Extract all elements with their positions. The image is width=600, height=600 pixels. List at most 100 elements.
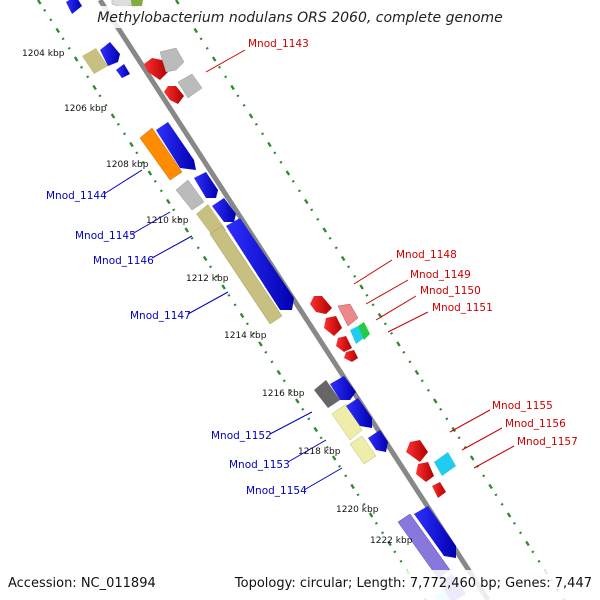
tick-track-dots: [36, 0, 566, 600]
gene-label-mnod-1149[interactable]: Mnod_1149: [410, 269, 471, 281]
track-dot: [304, 198, 309, 205]
track-dot: [98, 94, 102, 98]
gene-arrow-reverse[interactable]: [406, 440, 428, 462]
gene-arrow-forward[interactable]: [139, 127, 183, 181]
track-dot: [368, 512, 374, 518]
gene-arrow-reverse[interactable]: [177, 73, 203, 99]
gene-arrow-forward[interactable]: [175, 179, 205, 211]
gene-arrow-forward[interactable]: [330, 376, 356, 400]
gene-arrow-forward[interactable]: [194, 172, 218, 198]
track-dot: [92, 84, 97, 91]
track-dot: [356, 493, 360, 497]
gene-arrow-reverse[interactable]: [344, 350, 358, 362]
gene-arrow-forward[interactable]: [66, 0, 82, 14]
gene-label-mnod-1146[interactable]: Mnod_1146: [93, 255, 154, 267]
gene-arrow-reverse[interactable]: [358, 322, 370, 340]
gene-arrow-forward[interactable]: [331, 403, 363, 441]
track-dot: [331, 455, 337, 461]
gene-arrow-forward[interactable]: [100, 42, 120, 66]
gene-arrow-reverse[interactable]: [159, 47, 185, 73]
track-dot: [362, 502, 366, 506]
track-dot: [245, 322, 249, 326]
track-dot: [512, 521, 516, 525]
gene-arrow-reverse[interactable]: [416, 462, 434, 482]
leader-line: [303, 467, 343, 491]
gene-arrow-forward[interactable]: [414, 506, 456, 558]
track-dot: [285, 170, 291, 176]
track-dot: [383, 322, 387, 326]
track-dot: [190, 236, 194, 240]
leader-line: [461, 427, 503, 451]
track-dot: [178, 217, 182, 221]
track-dot: [340, 255, 346, 262]
gene-arrow-forward[interactable]: [156, 122, 196, 170]
track-dot: [267, 141, 272, 148]
gene-label-mnod-1148[interactable]: Mnod_1148: [396, 249, 457, 261]
gene-arrow-forward[interactable]: [346, 398, 372, 428]
track-dot: [273, 151, 277, 155]
gene-arrow-reverse[interactable]: [432, 482, 446, 498]
track-dot: [116, 122, 120, 126]
leader-line: [103, 169, 143, 195]
track-dot: [199, 37, 203, 41]
track-dot: [381, 531, 385, 535]
track-dot: [328, 236, 332, 240]
gene-label-mnod-1144[interactable]: Mnod_1144: [46, 190, 107, 202]
gene-label-mnod-1152[interactable]: Mnod_1152: [211, 430, 272, 442]
tick-label: 1222 kbp: [370, 536, 413, 546]
gene-arrow-reverse[interactable]: [310, 296, 332, 314]
track-dot: [209, 265, 213, 269]
gene-arrow-reverse[interactable]: [336, 336, 352, 352]
gene-arrow-reverse[interactable]: [434, 452, 456, 476]
track-dot: [196, 246, 200, 250]
gene-arrow-forward[interactable]: [226, 218, 294, 310]
track-dot: [260, 132, 265, 136]
gene-label-mnod-1157[interactable]: Mnod_1157: [517, 436, 578, 448]
gene-label-mnod-1143[interactable]: Mnod_1143: [248, 38, 309, 50]
gene-arrow-reverse[interactable]: [337, 303, 359, 327]
gene-arrow-reverse[interactable]: [144, 58, 168, 80]
track-dot: [322, 227, 328, 233]
forward-gene-labels: Mnod_1144 Mnod_1145 Mnod_1146 Mnod_1147 …: [46, 190, 307, 497]
track-dot: [104, 103, 108, 107]
gene-arrow-forward[interactable]: [349, 435, 377, 465]
track-dot: [279, 160, 283, 164]
track-dot: [350, 483, 355, 490]
gene-arrow-forward[interactable]: [116, 64, 130, 78]
gene-label-mnod-1147[interactable]: Mnod_1147: [130, 310, 191, 322]
track-dot: [506, 512, 512, 518]
leader-line: [387, 311, 429, 333]
leader-line: [187, 291, 229, 315]
track-dot: [439, 407, 443, 411]
gene-label-mnod-1150[interactable]: Mnod_1150: [420, 285, 481, 297]
gene-label-mnod-1153[interactable]: Mnod_1153: [229, 459, 290, 471]
gene-arrow-reverse[interactable]: [324, 316, 342, 336]
gene-arrow-forward[interactable]: [209, 225, 283, 325]
gene-arrow-forward[interactable]: [314, 380, 340, 408]
track-dot: [159, 189, 163, 193]
gene-label-mnod-1155[interactable]: Mnod_1155: [492, 400, 553, 412]
accession-text: Accession: NC_011894: [8, 576, 156, 591]
tick-label: 1220 kbp: [336, 505, 379, 515]
leader-line: [375, 295, 417, 321]
track-dot: [215, 274, 219, 278]
gene-arrow-reverse[interactable]: [350, 326, 364, 344]
track-dot: [227, 293, 231, 297]
gene-arrow-forward[interactable]: [212, 198, 236, 222]
track-dot: [202, 255, 208, 262]
gene-label-mnod-1156[interactable]: Mnod_1156: [505, 418, 566, 430]
gene-label-mnod-1151[interactable]: Mnod_1151: [432, 302, 493, 314]
gene-label-mnod-1145[interactable]: Mnod_1145: [75, 230, 136, 242]
tick-labels: 1204 kbp 1206 kbp 1208 kbp 1210 kbp 1212…: [22, 49, 413, 546]
gene-arrow-forward[interactable]: [368, 430, 388, 452]
genome-backbone: [97, 0, 491, 600]
gene-arrow-reverse[interactable]: [164, 86, 184, 104]
track-dot: [301, 407, 305, 411]
track-dot: [374, 521, 378, 525]
gene-arrow-forward[interactable]: [82, 48, 108, 74]
track-dot: [153, 179, 157, 183]
track-dot: [147, 170, 153, 176]
gene-label-mnod-1154[interactable]: Mnod_1154: [246, 485, 307, 497]
track-dot: [288, 388, 292, 392]
